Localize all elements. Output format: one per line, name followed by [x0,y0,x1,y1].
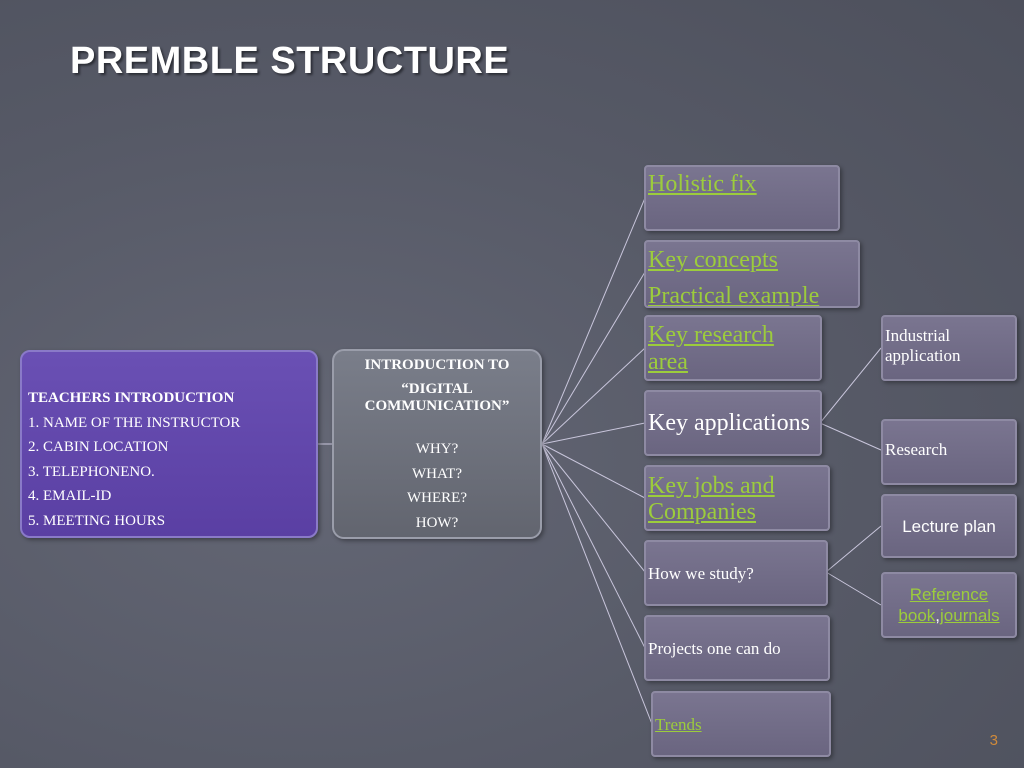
page-number: 3 [989,732,998,749]
trends-link[interactable]: Trends [655,715,702,734]
industrial-application-label: Industrial application [885,326,961,365]
introduction-box: INTRODUCTION TO “DIGITAL COMMUNICATION” … [332,349,542,539]
sub-lecture-plan: Lecture plan [881,494,1017,558]
how-we-study-label: How we study? [648,564,754,583]
intro-how: HOW? [415,514,459,531]
intro-where: WHERE? [407,490,467,506]
intro-line-1: INTRODUCTION TO [364,357,510,373]
teachers-introduction-box: TEACHERS INTRODUCTION 1. NAME OF THE INS… [20,350,318,538]
journals-link[interactable]: journals [940,606,1000,625]
teacher-item-telephone: 3. TELEPHONENO. [28,463,155,480]
topic-key-research-area: Key research area [644,315,822,381]
intro-line-3: COMMUNICATION” [364,398,510,414]
reference-comma: , [935,606,941,625]
intro-line-2: “DIGITAL [401,381,473,397]
lecture-plan-label: Lecture plan [902,517,996,536]
teacher-item-name: 1. NAME OF THE INSTRUCTOR [28,414,241,431]
key-jobs-link[interactable]: Key jobs and Companies [648,473,775,525]
key-research-area-link[interactable]: Key research area [648,322,774,375]
sub-reference-journals: Reference book,journals [881,572,1017,638]
projects-label: Projects one can do [648,639,781,658]
topic-trends: Trends [651,691,831,757]
slide-title: PREMBLE STRUCTURE [70,40,510,82]
teachers-introduction-heading: TEACHERS INTRODUCTION [28,390,235,406]
topic-how-we-study: How we study? [644,540,828,606]
topic-key-concepts: Key concepts Practical example [644,240,860,308]
research-label: Research [885,440,948,459]
sub-research: Research [881,419,1017,485]
topic-key-applications: Key applications [644,390,822,456]
sub-industrial-application: Industrial application [881,315,1017,381]
key-applications-label: Key applications [648,410,810,436]
topic-projects: Projects one can do [644,615,830,681]
key-concepts-link[interactable]: Key concepts [648,247,778,273]
topic-key-jobs: Key jobs and Companies [644,465,830,531]
practical-example-link[interactable]: Practical example [648,283,820,308]
intro-what: WHAT? [412,465,462,482]
topic-holistic-fix: Holistic fix [644,165,840,231]
intro-why: WHY? [415,441,459,457]
teacher-item-email: 4. EMAIL-ID [28,488,112,504]
teacher-item-cabin: 2. CABIN LOCATION [28,439,169,455]
teacher-item-meeting-hours: 5. MEETING HOURS [28,512,166,529]
reference-book-link[interactable]: Reference book [898,585,989,625]
holistic-fix-link[interactable]: Holistic fix [648,171,757,197]
